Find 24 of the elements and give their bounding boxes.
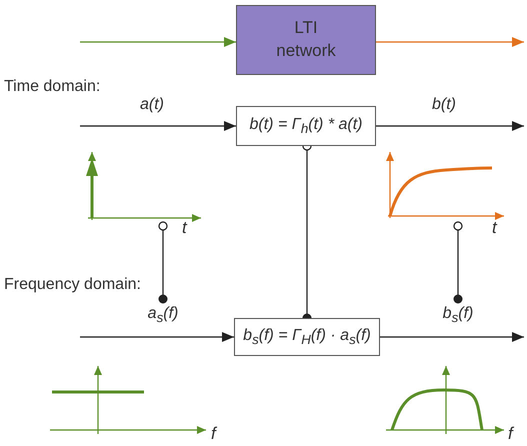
arrow bbox=[376, 121, 524, 131]
axis-label: t bbox=[182, 218, 187, 238]
section-heading: Time domain: bbox=[4, 78, 100, 96]
bandpass-spectrum-plot-drawing bbox=[384, 364, 506, 436]
network-box: LTI network bbox=[236, 5, 376, 75]
signal-label: b$_{s}$(f) bbox=[433, 304, 483, 326]
arrow bbox=[80, 37, 236, 47]
arrow bbox=[80, 121, 236, 131]
step-response-plot-drawing bbox=[386, 150, 506, 222]
axis-label: f bbox=[508, 424, 513, 444]
correspondence-line bbox=[158, 221, 168, 304]
arrow bbox=[380, 332, 524, 342]
edge-label: a(t) bbox=[140, 96, 164, 114]
arrow bbox=[376, 37, 524, 47]
edge-label: b(t) bbox=[432, 96, 456, 114]
axis-label: t bbox=[492, 218, 497, 238]
section-heading: Frequency domain: bbox=[4, 276, 141, 294]
axis-label: f bbox=[211, 424, 216, 444]
arrow bbox=[80, 332, 234, 342]
signal-label: a$_{s}$(f) bbox=[138, 304, 188, 326]
formula-box: b$_{s}$(f) = Γ$_{H}$(f) · a$_{s}$(f) bbox=[234, 318, 380, 356]
flat-spectrum-plot-drawing bbox=[48, 364, 208, 436]
formula-box: b(t) = Γ$_{h}$(t) * a(t) bbox=[236, 106, 376, 146]
correspondence-line bbox=[453, 221, 463, 304]
